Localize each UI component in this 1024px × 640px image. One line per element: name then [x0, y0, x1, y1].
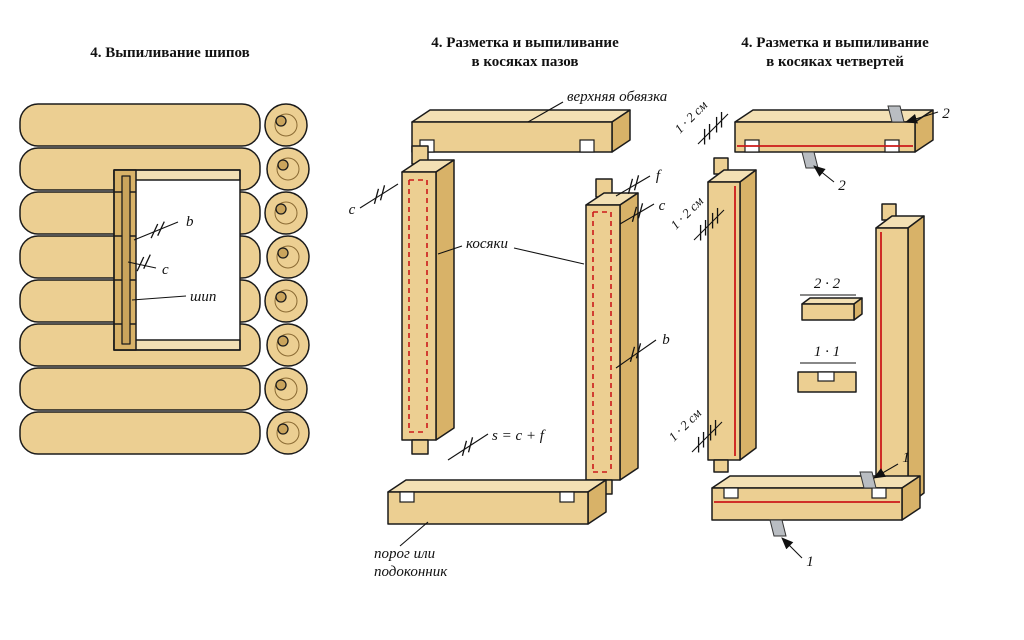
dim-top: 1 · 2 см — [671, 97, 730, 146]
panel-grooves-title-2: в косяках пазов — [471, 54, 578, 70]
label-bottom-beam-2: подоконник — [374, 564, 448, 580]
section-2x2: 2 · 2 — [800, 276, 863, 321]
quarters-left-jamb — [707, 157, 757, 473]
log-ends — [264, 103, 310, 455]
label-arrow-1-bottom: 1 — [806, 554, 814, 570]
groove-dimensions: c f c b s = c + f — [349, 168, 670, 461]
label-jambs: косяки — [466, 236, 508, 252]
quarters-bottom-beam: 1 1 — [711, 450, 921, 570]
marker-pennant — [859, 471, 877, 489]
right-jamb — [585, 178, 639, 495]
tenon-ridge — [121, 175, 131, 345]
panel-quarters-title-1: 4. Разметка и выпиливание — [741, 35, 929, 51]
section-1x1: 1 · 1 — [797, 344, 857, 393]
label-section-2x2: 2 · 2 — [814, 276, 841, 292]
label-c: c — [162, 262, 169, 278]
log-row — [19, 411, 261, 455]
marker-pennant — [887, 105, 905, 123]
label-top-beam: верхняя обвязка — [567, 89, 667, 105]
label-arrow-2-top: 2 — [942, 106, 950, 122]
panel-tenons: 4. Выпиливание шипов — [19, 45, 310, 455]
panel-tenons-title: 4. Выпиливание шипов — [90, 45, 250, 61]
log-row — [19, 367, 261, 411]
label-tenon: шип — [190, 289, 216, 305]
top-frame-beam — [411, 109, 631, 153]
quarters-top-beam: 2 2 — [734, 105, 950, 194]
label-arrow-1-top: 1 — [902, 450, 910, 466]
panel-quarters: 4. Разметка и выпиливание в косяках четв… — [665, 35, 950, 570]
bottom-frame-beam — [387, 479, 607, 525]
panel-grooves-title-1: 4. Разметка и выпиливание — [431, 35, 619, 51]
marker-pennant — [801, 151, 819, 169]
quarters-right-jamb — [875, 203, 925, 518]
label-b: b — [186, 214, 194, 230]
panel-quarters-title-2: в косяках четвертей — [766, 54, 904, 70]
marker-pennant — [769, 519, 787, 537]
label-dim-c-right: c — [659, 198, 666, 214]
tenon-callouts: b c шип — [127, 214, 216, 305]
label-dim-f: f — [656, 168, 662, 184]
label-dim-b: b — [662, 332, 670, 348]
label-dim-s: s = c + f — [492, 428, 546, 444]
window-opening — [113, 169, 241, 351]
label-bottom-beam-1: порог или — [374, 546, 435, 562]
log-wall: b c шип — [19, 103, 310, 455]
log-row — [19, 103, 261, 147]
label-arrow-2-bottom: 2 — [838, 178, 846, 194]
left-jamb — [401, 145, 455, 455]
label-section-1x1: 1 · 1 — [814, 344, 840, 360]
panel-grooves: 4. Разметка и выпиливание в косяках пазо… — [349, 35, 671, 580]
label-dim-c-left: c — [349, 202, 356, 218]
